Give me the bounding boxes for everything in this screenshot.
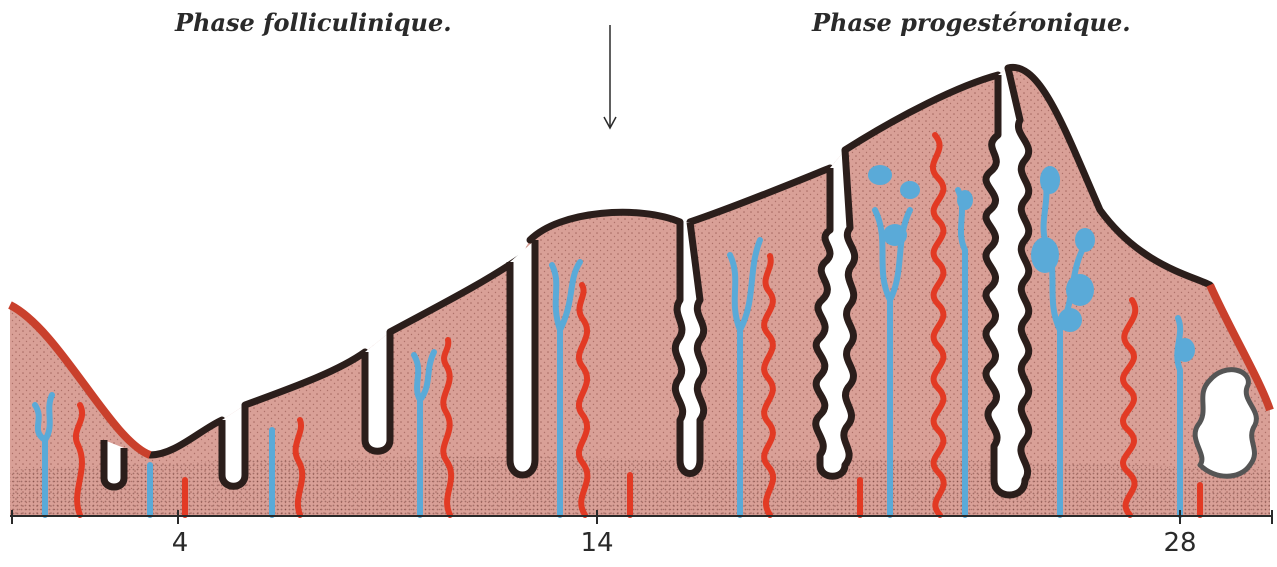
gland <box>510 240 535 475</box>
gland <box>222 405 245 486</box>
gland <box>365 332 390 451</box>
day-label-28: 28 <box>1163 528 1196 558</box>
vein-lake <box>1058 308 1082 332</box>
gland <box>1195 370 1256 477</box>
basal-layer <box>10 457 1270 515</box>
day-label-4: 4 <box>172 528 189 558</box>
phase-progesteronique-title: Phase progestéronique. <box>812 8 1131 37</box>
vein-lake <box>883 224 907 246</box>
vein-lake <box>957 190 973 210</box>
ovulation-arrow <box>604 25 616 128</box>
vein-lake <box>1031 237 1059 273</box>
vein-lake <box>868 165 892 185</box>
vein-lake <box>1040 166 1060 194</box>
gland <box>104 440 124 487</box>
vein-lake <box>1066 274 1094 306</box>
vein-lake <box>900 181 920 199</box>
day-label-14: 14 <box>580 528 613 558</box>
phase-folliculinique-title: Phase folliculinique. <box>175 8 452 37</box>
vein-lake <box>1175 338 1195 362</box>
vein-lake <box>1075 228 1095 252</box>
